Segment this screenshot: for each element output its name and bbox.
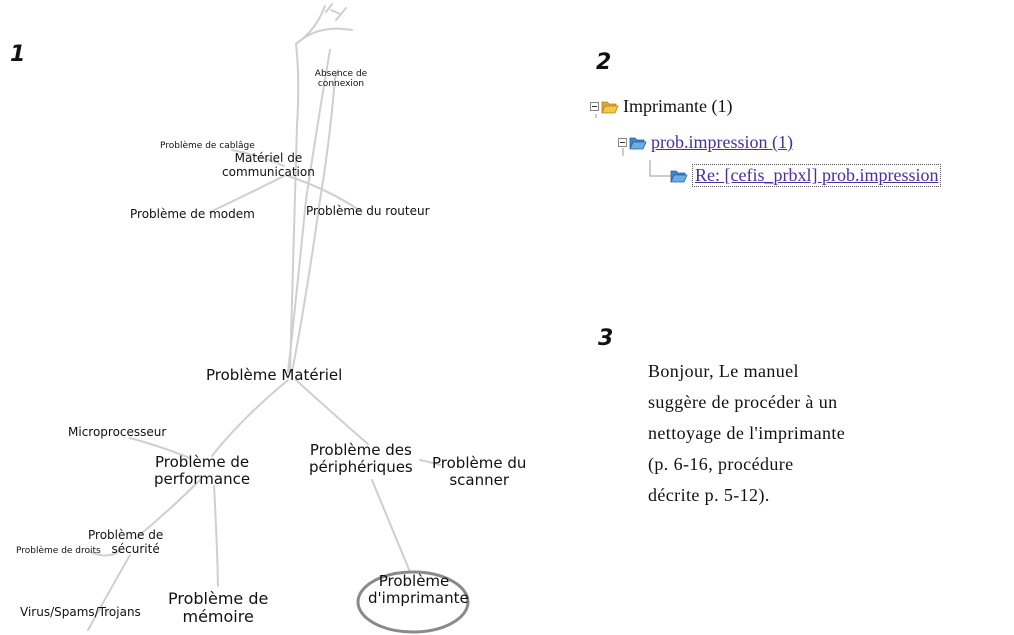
branch-virus [87,554,131,631]
node-probleme-peripheriques-line1: Problème des [309,441,412,459]
node-probleme-cablage[interactable]: Problème de cablâge [160,141,255,151]
folder-blue-icon [670,170,688,182]
node-probleme-memoire-line1: Problème de [168,589,269,608]
node-probleme-imprimante-line2: d'imprimante [368,589,469,608]
panel-number-2: 2 [596,50,612,75]
branch-microproc [129,437,191,459]
node-probleme-scanner[interactable]: Problème du scanner [432,454,527,490]
node-probleme-securite-line1: Problème de [88,528,164,542]
node-probleme-memoire[interactable]: Problème de mémoire [168,589,269,627]
node-probleme-routeur[interactable]: Problème du routeur [306,204,430,218]
branch-trunk-a [287,49,331,373]
branch-routeur [287,175,363,213]
branch-absence [334,69,339,79]
node-probleme-imprimante-line1: Problème [378,572,450,590]
node-probleme-peripheriques[interactable]: Problème des périphériques [309,441,413,477]
node-probleme-performance-line2: performance [154,470,251,489]
branch-droits [89,549,121,557]
message-line: décrite p. 5-12). [648,485,770,505]
node-materiel-communication-line2: communication [222,164,315,179]
message-line: suggère de procéder à un [648,392,838,412]
branch-memoire [213,485,219,587]
branch-top-1 [295,43,300,126]
branch-performance [211,379,289,457]
branch-trunk-b [291,77,336,373]
tree-item-imprimante[interactable]: Imprimante (1) [590,96,732,117]
node-absence-connexion[interactable]: Absence de connexion [306,69,376,90]
branch-peripheriques [295,379,369,445]
node-materiel-communication-line1: Matériel de [234,151,303,165]
node-probleme-scanner-line1: Problème du [432,454,527,472]
collapse-toggle-icon[interactable] [590,102,599,111]
branch-trunk-c [289,124,298,373]
node-probleme-droits[interactable]: Problème de droits [16,546,101,556]
message-line: Bonjour, Le manuel [648,361,799,381]
node-materiel-communication[interactable]: Matériel de communication [222,151,315,180]
tree-item-message-link[interactable]: Re: [cefis_prbxl] prob.impression [692,164,942,187]
tree-item-imprimante-label: Imprimante (1) [623,96,733,116]
message-body: Bonjour, Le manuel suggère de procéder à… [648,356,948,511]
node-probleme-performance[interactable]: Problème de performance [154,453,251,489]
branch-scanner [419,459,441,466]
branch-imprimante [371,479,411,573]
node-probleme-peripheriques-line2: périphériques [309,458,413,477]
branch-cablage [231,149,285,167]
node-probleme-memoire-line2: mémoire [182,607,254,627]
branch-top-6 [335,7,347,21]
node-probleme-imprimante[interactable]: Problème d'imprimante [368,572,469,608]
branch-securite [135,479,201,539]
highlight-ring [356,570,470,634]
node-absence-connexion-label: Absence de connexion [314,69,368,90]
node-probleme-performance-line1: Problème de [155,453,250,471]
tree-item-prob-impression[interactable]: prob.impression (1) [618,132,793,153]
node-virus-spams-trojans[interactable]: Virus/Spams/Trojans [20,605,141,619]
branch-top-4 [325,3,333,13]
message-line: nettoyage de l'imprimante [648,423,846,443]
panel-number-3: 3 [598,326,614,351]
panel-number-1: 1 [10,42,26,67]
branch-modem [209,175,285,213]
folder-open-yellow-icon [601,101,619,113]
node-probleme-materiel[interactable]: Problème Matériel [206,366,343,384]
message-line: (p. 6-16, procédure [648,454,794,474]
branch-top-5 [330,9,341,15]
node-probleme-securite-line2: sécurité [111,541,160,556]
tree-item-message[interactable]: Re: [cefis_prbxl] prob.impression [670,164,942,187]
branch-top-2 [295,5,326,45]
folder-open-blue-icon [629,137,647,149]
tree-item-prob-impression-link[interactable]: prob.impression (1) [651,132,793,152]
node-microprocesseur[interactable]: Microprocesseur [68,425,167,439]
branch-top-3 [295,27,353,45]
mindmap-branches [87,3,470,634]
node-probleme-securite[interactable]: Problème de sécurité [88,528,164,557]
node-probleme-modem[interactable]: Problème de modem [130,207,255,221]
node-probleme-scanner-line2: scanner [449,471,510,490]
collapse-toggle-icon[interactable] [618,138,627,147]
